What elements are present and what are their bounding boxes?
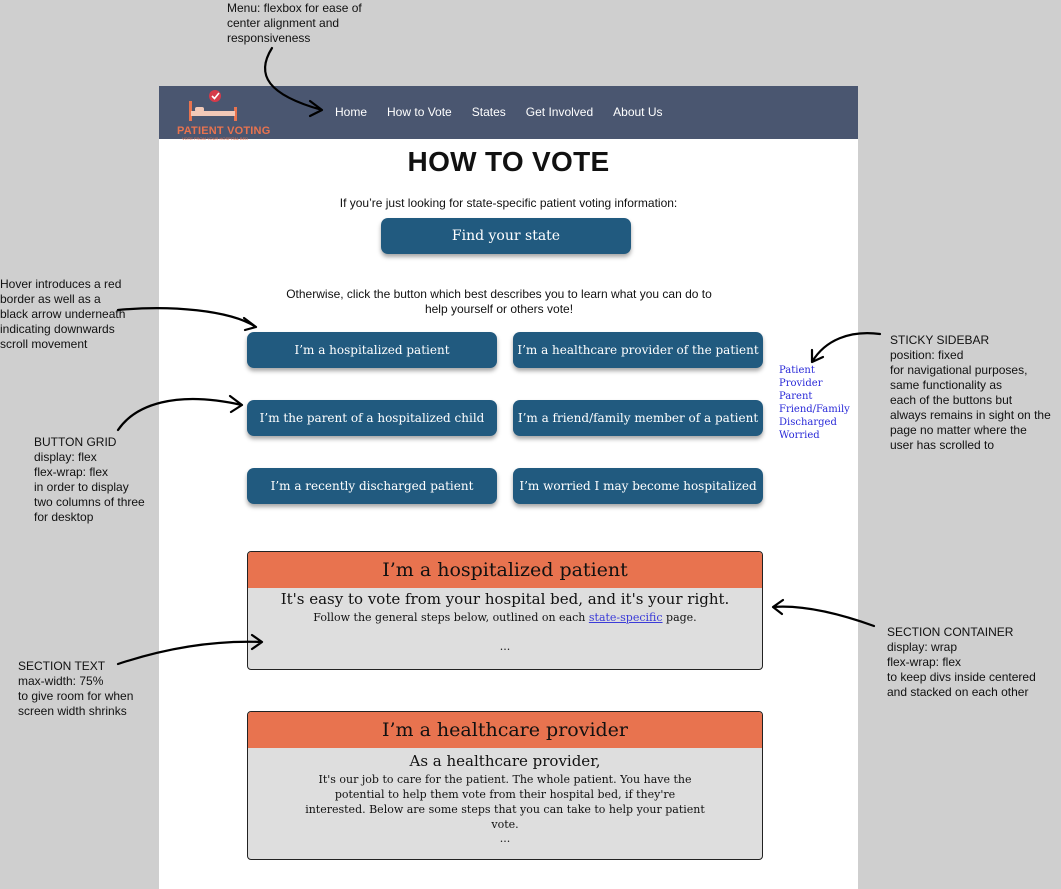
section-text: It's our job to care for the patient. Th… xyxy=(305,773,705,831)
section-title: I’m a healthcare provider xyxy=(248,712,762,748)
hospitalized-patient-button[interactable]: I’m a hospitalized patient xyxy=(247,332,497,368)
worried-button[interactable]: I’m worried I may become hospitalized xyxy=(513,468,763,504)
main-menu: Home How to Vote States Get Involved Abo… xyxy=(335,105,683,119)
section-hospitalized-patient: I’m a hospitalized patient It's easy to … xyxy=(247,551,763,670)
menu-states[interactable]: States xyxy=(471,105,506,119)
section-body: It's easy to vote from your hospital bed… xyxy=(248,590,762,653)
hospital-bed-icon xyxy=(189,90,237,121)
otherwise-text: Otherwise, click the button which best d… xyxy=(286,287,712,316)
annotation-hover: Hover introduces a red border as well as… xyxy=(0,277,126,351)
sidebar-link-patient[interactable]: Patient xyxy=(779,365,815,376)
section-healthcare-provider: I’m a healthcare provider As a healthcar… xyxy=(247,711,763,860)
state-specific-link[interactable]: state-specific xyxy=(588,611,663,624)
logo-subtext: VOTE FROM YOUR HOSPITAL BED xyxy=(182,136,249,141)
friend-family-button[interactable]: I’m a friend/family member of a patient xyxy=(513,400,763,436)
section-text: Follow the general steps below, outlined… xyxy=(313,611,697,624)
sticky-sidebar: Patient Provider Parent Friend/Family Di… xyxy=(779,364,850,442)
parent-button[interactable]: I’m the parent of a hospitalized child xyxy=(247,400,497,436)
menu-home[interactable]: Home xyxy=(335,105,368,119)
healthcare-provider-button[interactable]: I’m a healthcare provider of the patient xyxy=(513,332,763,368)
menu-get-involved[interactable]: Get Involved xyxy=(525,105,594,119)
annotation-sticky-sidebar: STICKY SIDEBAR position: fixed for navig… xyxy=(890,333,1051,452)
section-lead: As a healthcare provider, xyxy=(409,752,601,770)
find-state-button[interactable]: Find your state xyxy=(381,218,631,254)
page-title: HOW TO VOTE xyxy=(407,146,610,177)
section-title: I’m a hospitalized patient xyxy=(248,552,762,588)
discharged-patient-button[interactable]: I’m a recently discharged patient xyxy=(247,468,497,504)
annotation-section-text: SECTION TEXT max-width: 75% to give room… xyxy=(18,659,134,718)
sidebar-link-worried[interactable]: Worried xyxy=(779,430,820,441)
logo[interactable]: PATIENT VOTING VOTE FROM YOUR HOSPITAL B… xyxy=(167,89,271,141)
annotation-menu: Menu: flexbox for ease of center alignme… xyxy=(227,1,362,45)
annotation-button-grid: BUTTON GRID display: flex flex-wrap: fle… xyxy=(34,435,145,524)
menu-about-us[interactable]: About Us xyxy=(613,105,663,119)
section-ellipsis: ... xyxy=(499,640,511,653)
sidebar-link-provider[interactable]: Provider xyxy=(779,378,823,389)
section-ellipsis: ... xyxy=(499,832,511,845)
sidebar-link-friend-family[interactable]: Friend/Family xyxy=(779,404,850,415)
sidebar-link-discharged[interactable]: Discharged xyxy=(779,417,837,428)
section-lead: It's easy to vote from your hospital bed… xyxy=(280,590,730,608)
menu-how-to-vote[interactable]: How to Vote xyxy=(387,105,452,119)
section-body: As a healthcare provider, It's our job t… xyxy=(248,752,762,845)
page-mockup: PATIENT VOTING VOTE FROM YOUR HOSPITAL B… xyxy=(159,86,858,889)
navbar: PATIENT VOTING VOTE FROM YOUR HOSPITAL B… xyxy=(159,86,858,141)
intro-text: If you’re just looking for state-specifi… xyxy=(339,196,678,210)
sidebar-link-parent[interactable]: Parent xyxy=(779,391,813,402)
annotation-section-container: SECTION CONTAINER display: wrap flex-wra… xyxy=(887,625,1036,699)
logo-text: PATIENT VOTING xyxy=(177,125,271,137)
